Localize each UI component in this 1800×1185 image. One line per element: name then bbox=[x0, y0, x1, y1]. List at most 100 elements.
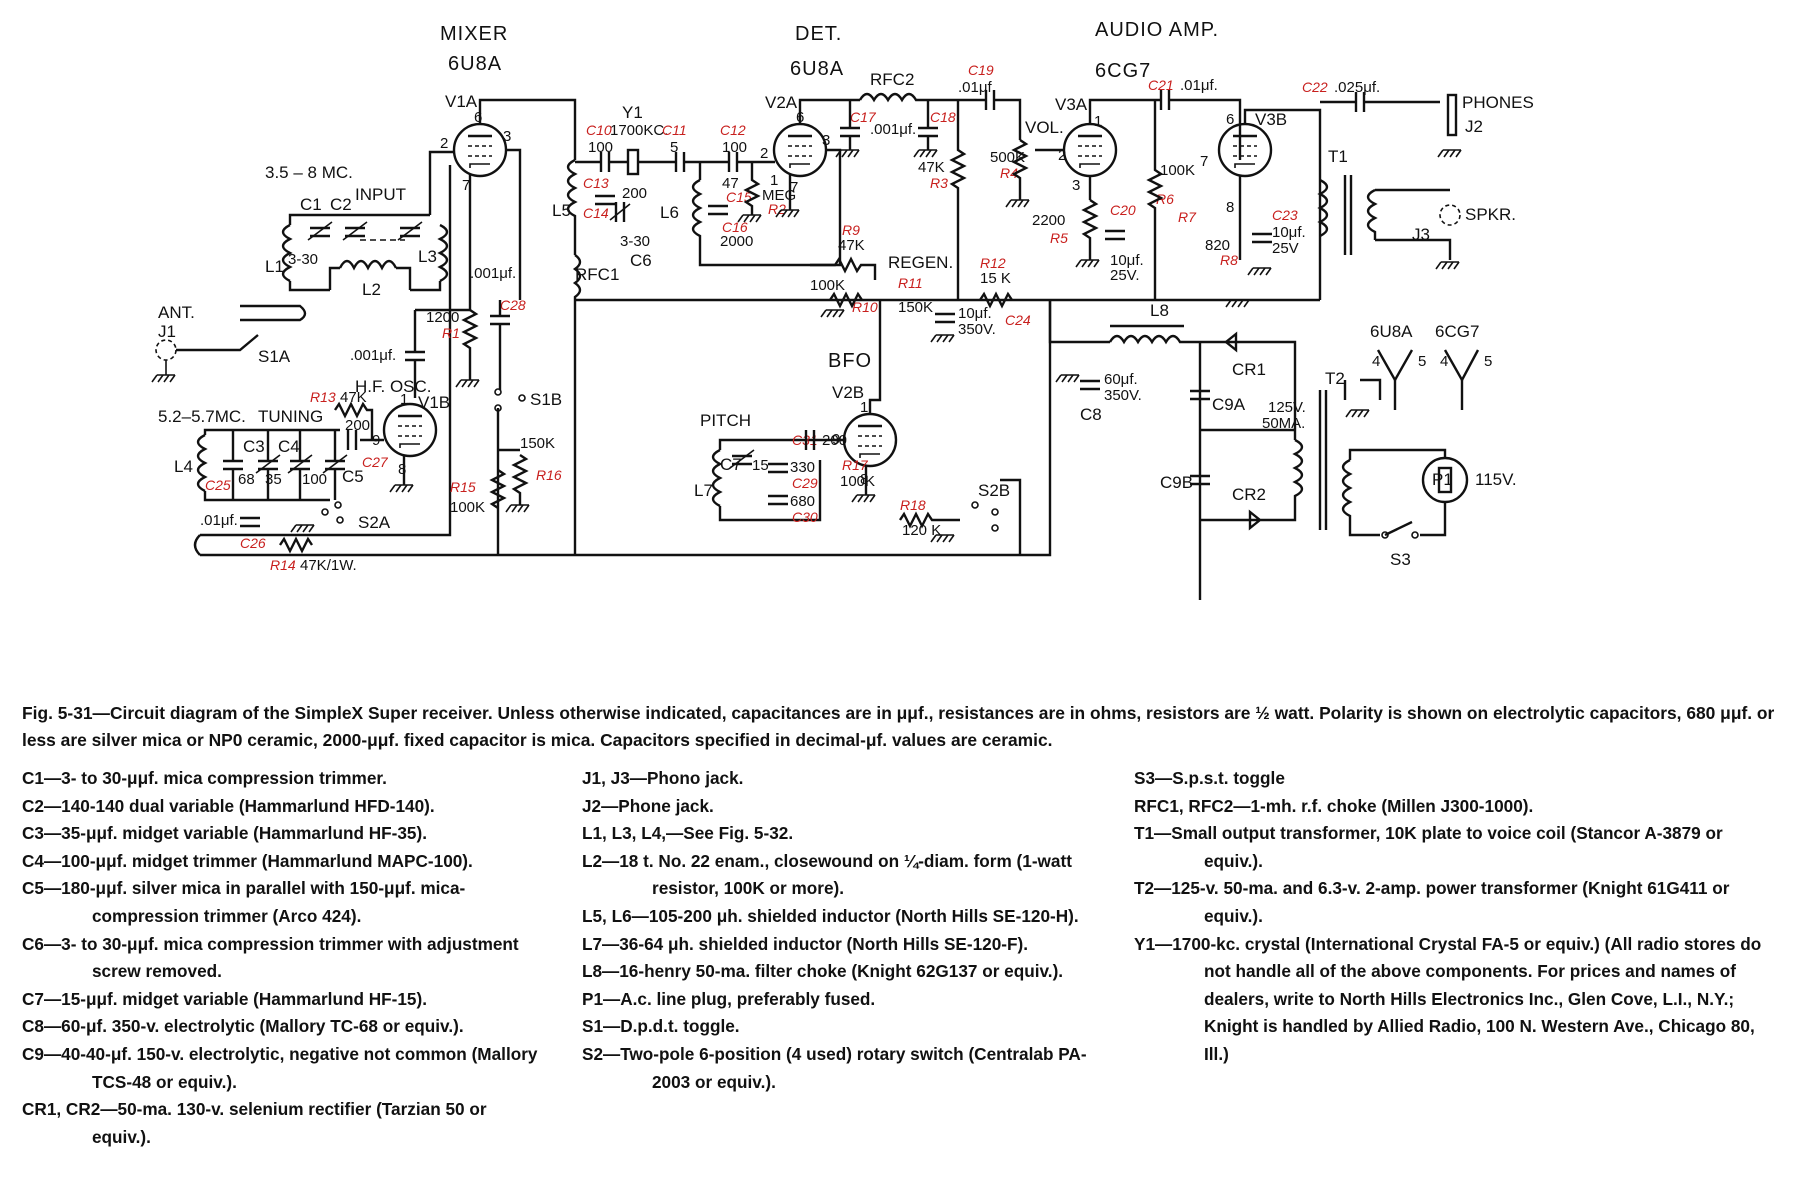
r16-value: 150K bbox=[520, 435, 555, 452]
left-return-bus bbox=[200, 165, 452, 537]
v3a-tube bbox=[1062, 122, 1118, 178]
parts-list-item: C3—35-μμf. midget variable (Hammarlund H… bbox=[22, 823, 427, 844]
c9a-label: C9A bbox=[1212, 395, 1246, 414]
c16-ref: C16 bbox=[722, 219, 748, 235]
parts-column-1: C1—3- to 30-μμf. mica compression trimme… bbox=[22, 765, 542, 1151]
bottom-bus bbox=[200, 300, 1052, 557]
v2b-pin8: 8 bbox=[860, 471, 868, 488]
parts-list-item: S1—D.p.d.t. toggle. bbox=[582, 1016, 740, 1037]
parts-list-item: S2—Two-pole 6-position (4 used) rotary s… bbox=[582, 1043, 1087, 1092]
c25-capacitor bbox=[221, 459, 245, 471]
y1-label: Y1 bbox=[622, 103, 643, 122]
c6-trimmer bbox=[609, 200, 631, 224]
c21-ref: C21 bbox=[1148, 77, 1174, 93]
pin4-6u8a: 4 bbox=[1372, 353, 1380, 370]
c5-capacitor bbox=[322, 454, 348, 474]
pin5-6u8a: 5 bbox=[1418, 353, 1426, 370]
parts-list-item: C7—15-μμf. midget variable (Hammarlund H… bbox=[22, 988, 427, 1009]
c22-value: .025μf. bbox=[1334, 79, 1380, 96]
r10-value: 100K bbox=[810, 277, 845, 294]
r17-ref: R17 bbox=[842, 457, 869, 473]
v1a-tube bbox=[452, 122, 508, 178]
tuning-label: TUNING bbox=[258, 407, 323, 426]
pin5-6cg7: 5 bbox=[1484, 353, 1492, 370]
c11-value: 5 bbox=[670, 139, 678, 156]
r11-ref: R11 bbox=[898, 275, 923, 291]
r7-ref: R7 bbox=[1178, 209, 1197, 225]
c17-capacitor bbox=[838, 126, 862, 138]
c26-capacitor bbox=[238, 516, 262, 528]
l2-coil bbox=[338, 259, 398, 271]
c23-ref: C23 bbox=[1272, 207, 1298, 223]
parts-list-item: L5, L6—105-200 μh. shielded inductor (No… bbox=[582, 905, 1079, 926]
c2-variable-b bbox=[397, 221, 423, 241]
line-voltage-label: 115V. bbox=[1475, 470, 1517, 489]
c30-capacitor bbox=[766, 494, 790, 506]
v2a-label: V2A bbox=[765, 93, 798, 112]
l3-coil bbox=[437, 223, 449, 283]
regen-label: REGEN. bbox=[888, 253, 953, 272]
circuit-schematic: MIXER 6U8A DET. 6U8A AUDIO AMP. 6CG7 BFO… bbox=[151, 19, 1534, 600]
r5-ref: R5 bbox=[1050, 230, 1068, 246]
input-band-label: 3.5 – 8 MC. bbox=[265, 163, 353, 182]
parts-list-item: RFC1, RFC2—1-mh. r.f. choke (Millen J300… bbox=[1134, 795, 1534, 816]
filament-6cg7-label: 6CG7 bbox=[1435, 322, 1479, 341]
c23-capacitor bbox=[1250, 232, 1274, 244]
c24-voltage: 350V. bbox=[958, 321, 996, 338]
r6-ref: R6 bbox=[1156, 191, 1174, 207]
v3b-pin8: 8 bbox=[1226, 199, 1234, 216]
c8-value: 60μf. bbox=[1104, 371, 1138, 388]
j2-jack bbox=[1446, 93, 1458, 137]
v1b-pin8: 8 bbox=[398, 461, 406, 478]
c22-ref: C22 bbox=[1302, 79, 1328, 95]
r12-ref: R12 bbox=[980, 255, 1006, 271]
parts-list-item: C1—3- to 30-μμf. mica compression trimme… bbox=[22, 768, 387, 788]
v1a-label: V1A bbox=[445, 92, 478, 111]
l8-label: L8 bbox=[1150, 301, 1169, 320]
pitch-label: PITCH bbox=[700, 411, 751, 430]
t2-current: 50MA. bbox=[1262, 415, 1305, 432]
r14-ref: R14 bbox=[270, 557, 296, 573]
v3a-pin3: 3 bbox=[1072, 177, 1080, 194]
c26-ref: C26 bbox=[240, 535, 266, 551]
r9-value: 47K bbox=[838, 237, 865, 254]
r4-ref: R4 bbox=[1000, 165, 1018, 181]
v2a-pin3: 3 bbox=[822, 132, 830, 149]
t2-label: T2 bbox=[1325, 369, 1345, 388]
c23-value: 10μf. bbox=[1272, 224, 1306, 241]
parts-list-item: J2—Phone jack. bbox=[582, 795, 714, 816]
c20-ref: C20 bbox=[1110, 202, 1136, 218]
s2a-label: S2A bbox=[358, 513, 391, 532]
s2b-label: S2B bbox=[978, 481, 1010, 500]
t2-secondary bbox=[1262, 438, 1304, 522]
r8-value: 820 bbox=[1205, 237, 1230, 254]
j1-label: J1 bbox=[158, 322, 176, 341]
parts-list-item: L1, L3, L4,—See Fig. 5-32. bbox=[582, 823, 794, 844]
c27-value: 200 bbox=[345, 417, 370, 434]
v1a-pin6: 6 bbox=[474, 109, 482, 126]
detector-tube-type: 6U8A bbox=[790, 58, 844, 80]
c7-variable bbox=[729, 449, 755, 469]
c19-ref: C19 bbox=[968, 62, 994, 78]
parts-column-2: J1, J3—Phono jack. J2—Phone jack. L1, L3, … bbox=[582, 765, 1102, 1096]
v3b-pin7: 7 bbox=[1200, 153, 1208, 170]
r18-ref: R18 bbox=[900, 497, 926, 513]
c8-capacitor bbox=[1078, 379, 1102, 391]
c21-value: .01μf. bbox=[1180, 77, 1218, 94]
r16-ref: R16 bbox=[536, 467, 562, 483]
v2b-pin1: 1 bbox=[860, 399, 868, 416]
parts-list-item: J1, J3—Phono jack. bbox=[582, 768, 744, 788]
v2a-tube bbox=[772, 122, 828, 178]
c12-ref: C12 bbox=[720, 122, 746, 138]
v1b-label: V1B bbox=[418, 393, 450, 412]
c20-value: 10μf. bbox=[1110, 252, 1144, 269]
c1-value: 3-30 bbox=[288, 251, 318, 268]
r5-value: 2200 bbox=[1032, 212, 1065, 229]
c29-ref: C29 bbox=[792, 475, 818, 491]
pin4-6cg7: 4 bbox=[1440, 353, 1448, 370]
parts-list-item: S3—S.p.s.t. toggle bbox=[1134, 768, 1285, 788]
c3-label: C3 bbox=[243, 437, 265, 456]
c8-voltage: 350V. bbox=[1104, 387, 1142, 404]
c25-ref: C25 bbox=[205, 477, 231, 493]
